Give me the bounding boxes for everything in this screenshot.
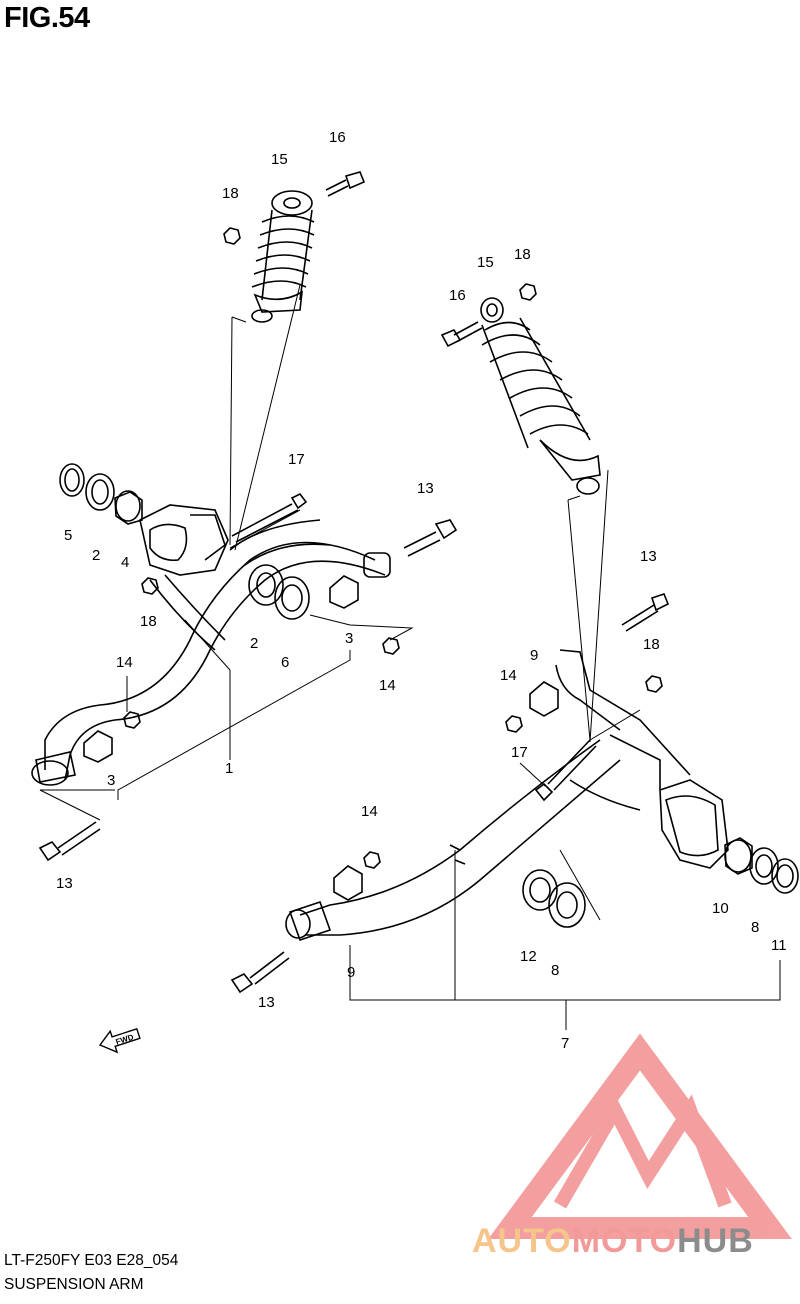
callout-17-right: 17 — [511, 744, 528, 761]
figure-name: SUSPENSION ARM — [4, 1276, 144, 1293]
callout-3-upper: 3 — [345, 630, 353, 647]
right-arm-knuckle — [659, 779, 729, 869]
callout-13-right-lower: 13 — [258, 994, 275, 1011]
callout-15-right: 15 — [477, 254, 494, 271]
callout-14-left-right: 14 — [379, 677, 396, 694]
callout-2-lower: 2 — [250, 635, 258, 652]
right-spacer-10 — [724, 837, 753, 875]
callout-18-right-lower: 18 — [643, 636, 660, 653]
callout-15-left: 15 — [271, 151, 288, 168]
callout-12: 12 — [520, 948, 537, 965]
brand-part-auto: AUTO — [472, 1222, 572, 1260]
right-suspension-arm-assembly — [230, 283, 799, 1030]
left-leader-lines — [39, 284, 414, 821]
left-bushing-3-lower — [83, 730, 113, 763]
callout-7: 7 — [561, 1035, 569, 1052]
right-leader-lines — [349, 469, 781, 1030]
right-bushing-9-upper — [529, 681, 559, 717]
callout-14-right-lower: 14 — [361, 803, 378, 820]
callout-18-left-lower: 18 — [140, 613, 157, 630]
right-bearing-8-inner — [548, 882, 586, 928]
callout-1: 1 — [225, 760, 233, 777]
right-bolt-13-upper — [621, 593, 670, 632]
callout-5: 5 — [64, 527, 72, 544]
left-arm-tube — [31, 519, 391, 786]
right-shock-absorber — [480, 297, 601, 495]
callout-11: 11 — [771, 937, 787, 954]
callout-4: 4 — [121, 554, 129, 571]
left-shock-upper-bolt — [325, 171, 366, 197]
callout-9-lower: 9 — [347, 964, 355, 981]
callout-14-right-upper: 14 — [500, 667, 517, 684]
right-nut-14-upper — [505, 715, 523, 733]
callout-9-upper: 9 — [530, 647, 538, 664]
left-bearing-2-upper — [85, 473, 115, 511]
fwd-arrow-icon: FWD — [98, 1027, 141, 1054]
left-suspension-arm-assembly — [31, 171, 458, 862]
callout-10: 10 — [712, 900, 729, 917]
callout-13-right-upper: 13 — [640, 548, 657, 565]
brand-part-moto: MOTO — [571, 1222, 678, 1260]
callout-8-right: 8 — [751, 919, 759, 936]
right-bushing-9-lower — [333, 865, 363, 901]
callout-2-upper: 2 — [92, 547, 100, 564]
right-nut-14-lower — [363, 851, 381, 869]
brand-part-hub: HUB — [677, 1222, 754, 1260]
left-bolt-17 — [231, 492, 308, 543]
right-arm-tube — [285, 649, 691, 942]
callout-16-left: 16 — [329, 129, 346, 146]
callout-labels: 16 15 18 15 18 16 17 13 5 2 4 13 18 2 3 … — [56, 129, 787, 1052]
callout-18-right-upper: 18 — [514, 246, 531, 263]
triangle-m-logo-icon — [488, 1033, 792, 1239]
watermark-brand-text: AUTOMOTOHUB — [472, 1222, 754, 1261]
model-code: LT-F250FY E03 E28_054 — [4, 1252, 179, 1269]
right-seal-12 — [522, 869, 558, 911]
left-bushing-3-upper — [329, 575, 359, 609]
left-arm-knuckle — [139, 504, 229, 576]
right-bolt-13-lower — [230, 951, 290, 994]
left-bearing-2-lower — [248, 564, 284, 606]
right-seal-11 — [771, 858, 799, 894]
callout-6: 6 — [281, 654, 289, 671]
right-nut-18-lower — [645, 675, 663, 693]
callout-8-inner: 8 — [551, 962, 559, 979]
callout-16-right: 16 — [449, 287, 466, 304]
callout-18-left-upper: 18 — [222, 185, 239, 202]
callout-13-left-lower: 13 — [56, 875, 73, 892]
left-shock-absorber — [251, 190, 315, 323]
callout-14-left: 14 — [116, 654, 133, 671]
callout-3-lower: 3 — [107, 772, 115, 789]
left-bolt-13-upper — [403, 519, 458, 557]
left-nut-14-lower — [123, 711, 141, 729]
left-oil-seal-5 — [59, 463, 85, 497]
figure-title: FIG.54 — [4, 2, 90, 34]
callout-17-left: 17 — [288, 451, 305, 468]
left-bolt-13-lower — [38, 821, 101, 862]
left-seal-6 — [274, 576, 310, 620]
left-nut-18-lower — [141, 577, 159, 595]
right-bolt-17 — [534, 739, 597, 802]
left-nut-14-right — [382, 637, 400, 655]
right-shock-upper-bolt — [440, 321, 483, 348]
right-bearing-8-outer — [749, 847, 779, 885]
callout-13-left-upper: 13 — [417, 480, 434, 497]
